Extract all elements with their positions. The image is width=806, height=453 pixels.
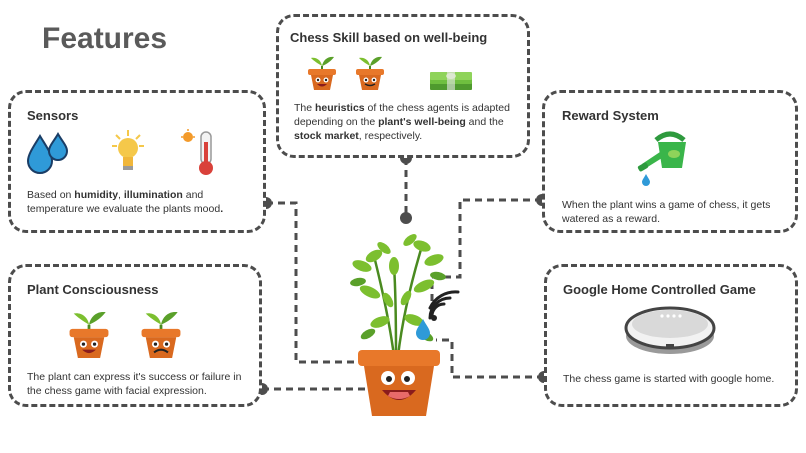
card-text-segment: The plant can express it's success or fa… xyxy=(27,371,242,397)
card-text-segment: The chess game is started with google ho… xyxy=(563,373,775,385)
central-plant-icon xyxy=(350,234,446,416)
card-text: The heuristics of the chess agents is ad… xyxy=(294,101,524,143)
card-text: When the plant wins a game of chess, it … xyxy=(562,198,792,226)
card-text: Based on humidity, illumination and temp… xyxy=(27,188,257,216)
card-title: Reward System xyxy=(562,108,659,123)
card-text-segment: and the xyxy=(465,116,504,128)
card-text-bold: . xyxy=(220,203,224,215)
smiling-pot-icon xyxy=(356,56,384,90)
card-text-bold: plant's well-being xyxy=(378,116,466,128)
card-title: Sensors xyxy=(27,108,79,123)
card-text-segment: and temperature we evaluate the plants m… xyxy=(27,189,221,215)
happy-pot-icon xyxy=(308,56,336,90)
sad-pot-icon xyxy=(141,311,181,358)
card-text-segment: When the plant wins a game of chess, it … xyxy=(562,199,771,225)
water-drop-icon xyxy=(416,319,430,340)
card-plant-consciousness: Plant Consciousness The plant can expres… xyxy=(8,264,262,407)
money-stack-icon xyxy=(430,72,472,90)
thermometer-icon xyxy=(181,129,213,175)
card-text-segment: The xyxy=(294,102,316,114)
connector-sensors xyxy=(266,201,362,364)
watering-can-icon xyxy=(637,131,686,186)
card-text-bold: heuristics xyxy=(315,102,365,114)
card-text-segment: Based on xyxy=(27,189,75,201)
card-text-segment: of the chess agents is adapted depending… xyxy=(294,102,510,128)
wifi-signal-icon xyxy=(428,290,460,321)
card-text: The plant can express it's success or fa… xyxy=(27,370,257,398)
connector-google xyxy=(436,338,544,379)
google-home-speaker-icon xyxy=(624,306,716,354)
card-title: Google Home Controlled Game xyxy=(563,282,756,297)
card-text-segment: , respectively. xyxy=(358,130,423,142)
happy-pot-icon xyxy=(69,311,109,358)
card-text-bold: illumination xyxy=(123,189,183,201)
connector-reward xyxy=(430,198,542,312)
water-drops-icon xyxy=(26,131,69,174)
card-title: Plant Consciousness xyxy=(27,282,159,297)
card-text: The chess game is started with google ho… xyxy=(563,372,793,386)
card-title: Chess Skill based on well-being xyxy=(290,30,488,45)
light-bulb-icon xyxy=(112,130,144,170)
node-chess-bottom xyxy=(400,212,412,224)
page-title: Features xyxy=(42,22,168,55)
card-text-bold: stock market xyxy=(294,130,359,142)
card-text-bold: humidity xyxy=(74,189,119,201)
card-text-segment: , xyxy=(118,189,124,201)
